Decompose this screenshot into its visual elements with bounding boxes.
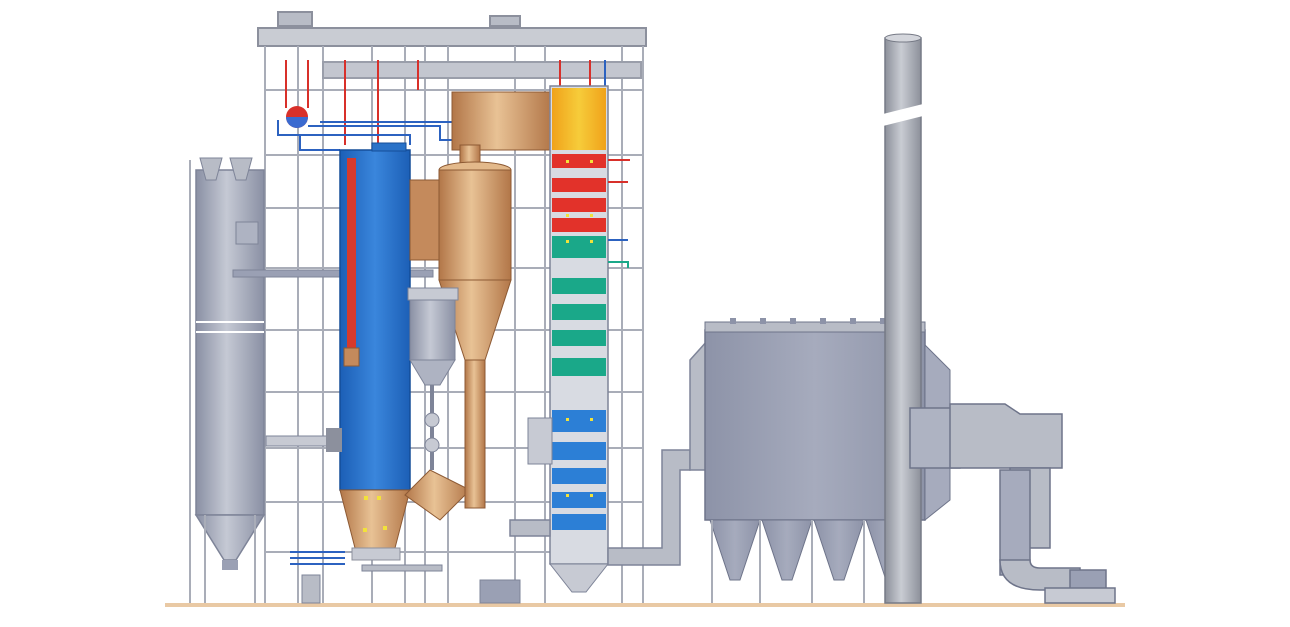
induced-draft-fan (909, 403, 1116, 604)
furnace (339, 142, 411, 561)
ground-line (165, 603, 1125, 607)
ash-handling-equipment (265, 428, 521, 604)
loop-seal (407, 287, 459, 470)
flue-gas-duct (509, 338, 709, 566)
crossover-duct (404, 91, 553, 521)
storage-silo (189, 157, 266, 603)
operating-platform (232, 269, 434, 278)
steam-drum (286, 106, 308, 128)
backpass-heat-exchanger (527, 85, 630, 593)
chimney-stack (883, 33, 923, 604)
